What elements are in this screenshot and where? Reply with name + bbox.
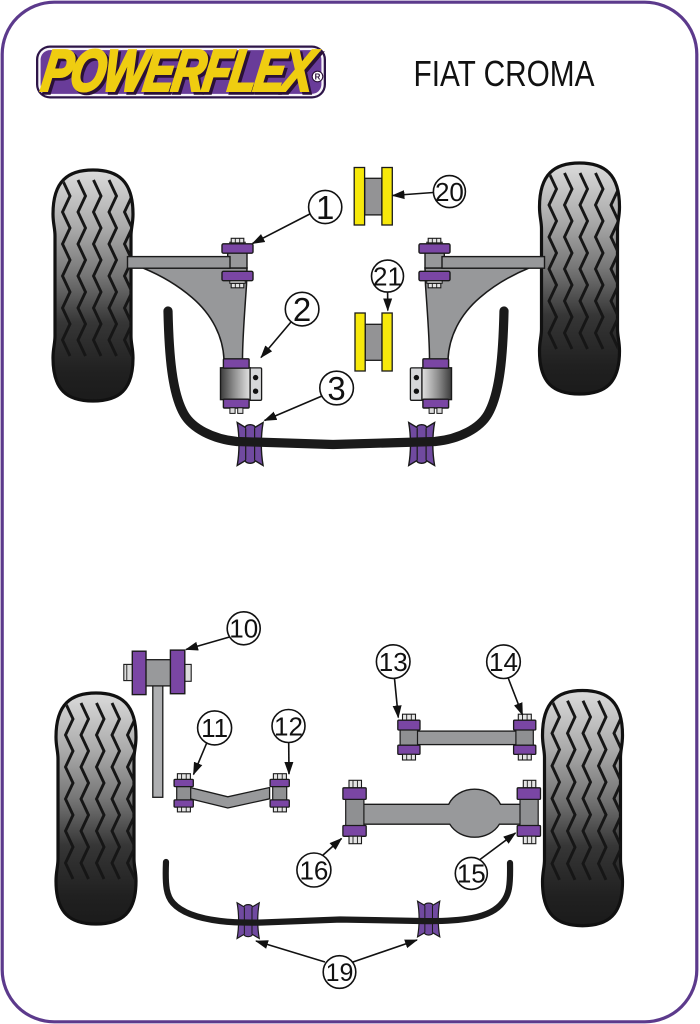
svg-text:16: 16 bbox=[299, 855, 328, 885]
svg-text:19: 19 bbox=[326, 959, 354, 987]
svg-text:14: 14 bbox=[489, 647, 518, 677]
svg-text:13: 13 bbox=[379, 647, 408, 677]
svg-text:3: 3 bbox=[327, 370, 345, 407]
svg-text:2: 2 bbox=[293, 291, 311, 328]
svg-text:12: 12 bbox=[274, 711, 303, 741]
svg-text:21: 21 bbox=[373, 261, 402, 291]
svg-text:FIAT CROMA: FIAT CROMA bbox=[414, 53, 595, 94]
svg-text:1: 1 bbox=[316, 189, 334, 226]
svg-text:20: 20 bbox=[435, 177, 464, 207]
svg-text:POWERFLEX: POWERFLEX bbox=[41, 41, 324, 106]
svg-text:11: 11 bbox=[201, 713, 228, 743]
svg-text:POWERFLEX: POWERFLEX bbox=[38, 39, 321, 104]
svg-text:R: R bbox=[315, 72, 321, 81]
svg-text:15: 15 bbox=[457, 859, 486, 889]
svg-text:10: 10 bbox=[229, 614, 258, 644]
